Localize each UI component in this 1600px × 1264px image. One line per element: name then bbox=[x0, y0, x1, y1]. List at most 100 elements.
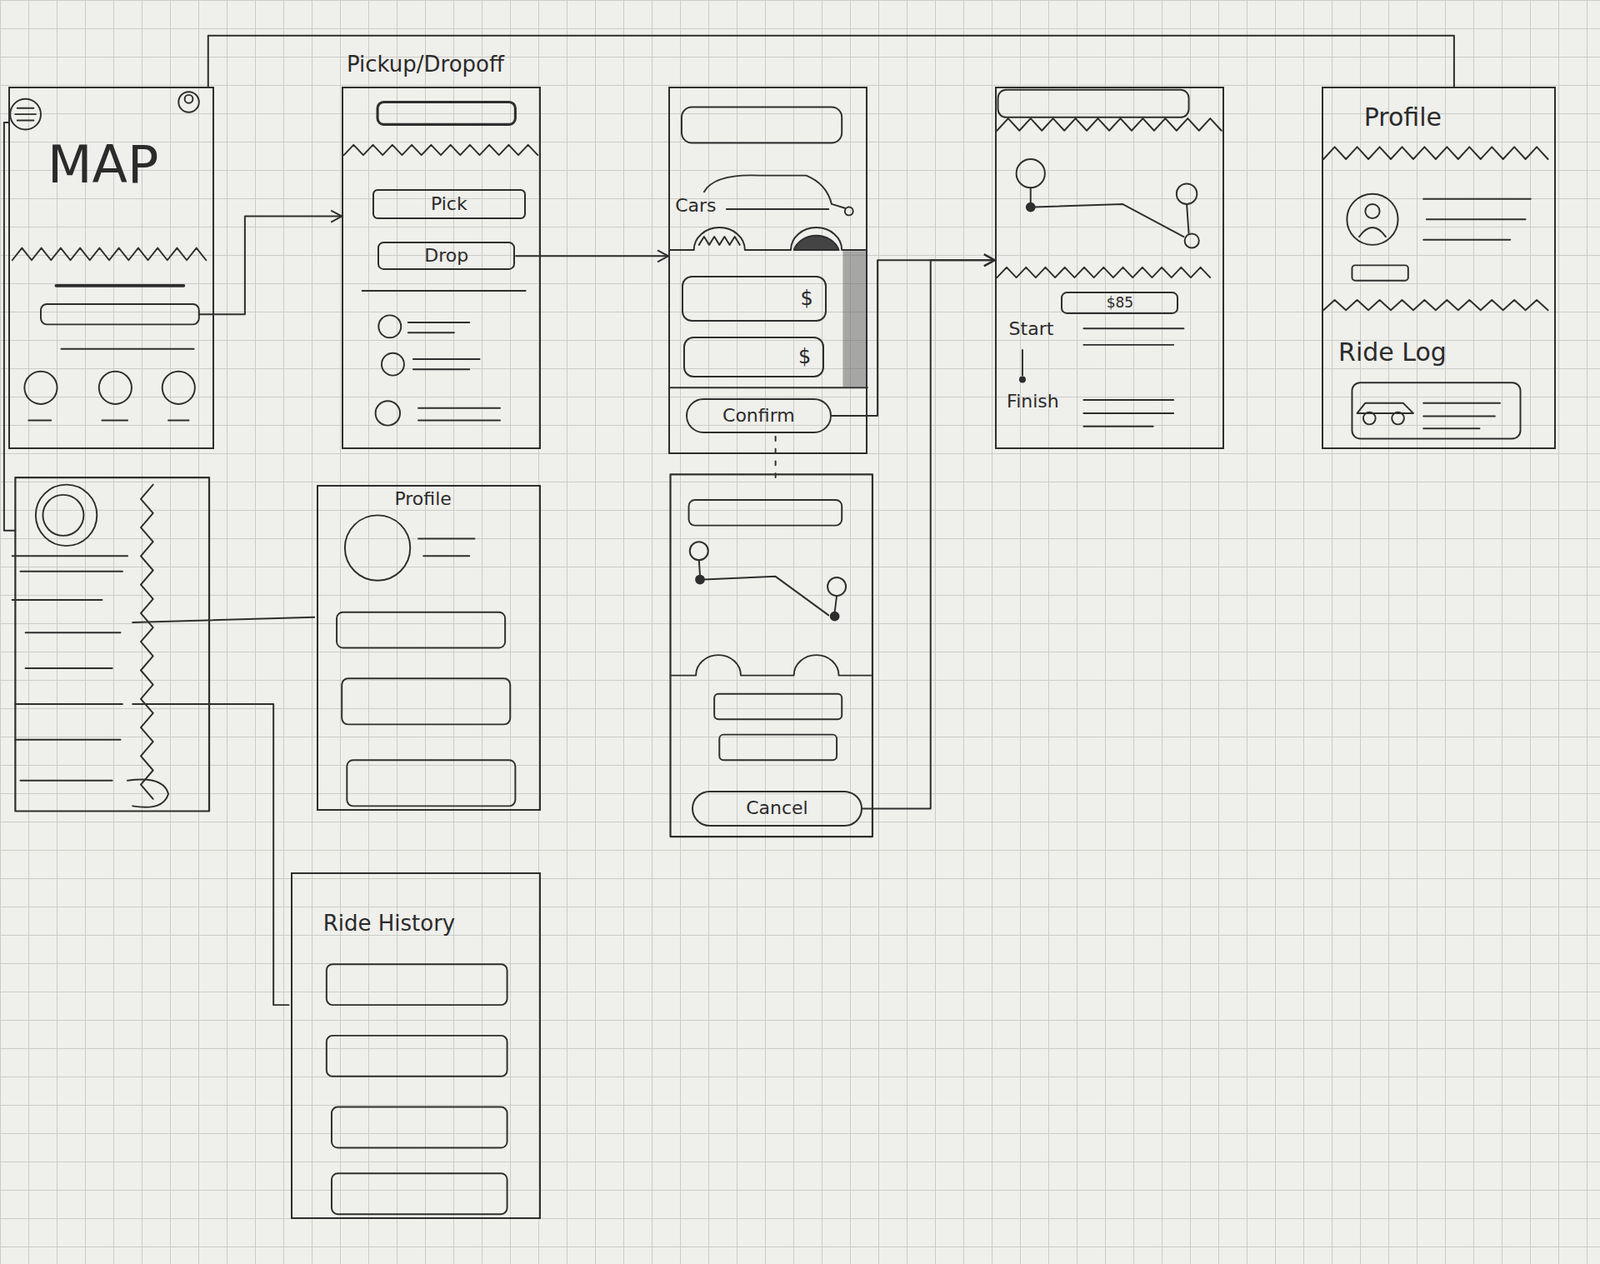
menu-row bbox=[336, 612, 505, 649]
map-pin bbox=[827, 577, 846, 596]
screen-label: MAP bbox=[47, 136, 159, 194]
map-pin-stick bbox=[699, 560, 700, 575]
place-icon bbox=[375, 400, 400, 425]
screen-label: Start bbox=[1009, 319, 1055, 340]
menu-row bbox=[346, 760, 515, 806]
place-lines bbox=[413, 359, 480, 370]
map-pin-dot bbox=[695, 575, 705, 585]
car-roof bbox=[704, 175, 845, 208]
ride-screen bbox=[670, 474, 872, 837]
button-label: Cancel bbox=[745, 798, 809, 819]
fare-box: $85 bbox=[1060, 291, 1179, 315]
history-row bbox=[326, 1035, 508, 1077]
phone-screen: StartFinish$85 bbox=[995, 86, 1225, 450]
profile-icon-head bbox=[185, 95, 194, 104]
avatar-shoulders bbox=[1359, 227, 1386, 237]
car-body-line bbox=[726, 208, 829, 210]
toggle-button: Drop bbox=[377, 241, 515, 270]
flow-connector bbox=[208, 35, 1455, 87]
flow-connector bbox=[214, 216, 342, 315]
button-label: Drop bbox=[424, 245, 469, 266]
shortcut-captions bbox=[28, 420, 189, 422]
menu-icon-lines bbox=[15, 108, 35, 121]
drawer-screen bbox=[15, 477, 210, 811]
phone-screen: MAP bbox=[8, 86, 215, 450]
confirm-button: Confirm bbox=[685, 398, 832, 435]
button-label: Pick bbox=[430, 194, 468, 215]
map-cut-zigzag bbox=[996, 267, 1210, 278]
map-cut-zigzag bbox=[344, 145, 539, 155]
menu-row bbox=[341, 678, 510, 725]
drawer-avatar bbox=[35, 485, 97, 546]
map-pin-stick bbox=[1186, 204, 1189, 235]
place-icon bbox=[378, 315, 401, 338]
button-label: $ bbox=[800, 287, 814, 310]
car-icon-wheel bbox=[1363, 412, 1376, 425]
map-pin-stick bbox=[1030, 187, 1032, 203]
flow-connector bbox=[515, 255, 669, 257]
phone-screen: Pickup/DropoffPickDrop bbox=[341, 86, 541, 450]
phone-screen: Cars$$Confirm bbox=[668, 86, 868, 455]
screen-label: Profile bbox=[394, 489, 451, 510]
wheel-zigzag bbox=[699, 236, 740, 245]
map-pin-stick bbox=[835, 595, 837, 613]
map-pin-dot bbox=[1026, 203, 1035, 212]
destination-dot bbox=[1185, 233, 1200, 248]
info-row bbox=[714, 694, 842, 720]
search-bar-lead bbox=[199, 313, 214, 315]
phone-screen: ProfileRide Log bbox=[1321, 86, 1557, 450]
price-option: $ bbox=[681, 275, 827, 322]
info-row bbox=[719, 735, 837, 761]
map-pin-dot bbox=[830, 612, 840, 621]
shortcut-circle bbox=[24, 371, 57, 405]
header-zigzag bbox=[1323, 146, 1548, 160]
map-pin bbox=[1176, 183, 1197, 204]
cancel-button: Cancel bbox=[691, 790, 862, 827]
price-option: $ bbox=[683, 336, 825, 378]
avatar-head bbox=[1365, 204, 1380, 219]
phone-screen: Ride History bbox=[290, 872, 541, 1220]
profile-avatar bbox=[345, 515, 410, 580]
car-icon-body bbox=[1357, 403, 1414, 414]
divider-line bbox=[670, 386, 867, 389]
car-light bbox=[845, 207, 854, 216]
button-label: $85 bbox=[1106, 295, 1134, 311]
drawer-menu-lines bbox=[12, 555, 128, 780]
ride-card bbox=[1351, 382, 1520, 439]
map-cut-zigzag bbox=[12, 248, 207, 261]
edit-button bbox=[1351, 265, 1408, 280]
history-row bbox=[331, 1107, 508, 1149]
trip-timeline bbox=[1021, 350, 1024, 376]
scroll-shade bbox=[842, 250, 866, 387]
address-bar bbox=[681, 107, 842, 144]
screen-label: Profile bbox=[1364, 103, 1442, 131]
map-pin bbox=[1016, 159, 1045, 188]
profile-icon bbox=[178, 91, 199, 112]
trip-timeline-dot bbox=[1020, 376, 1025, 382]
text-line bbox=[55, 284, 184, 288]
drawer-edge-zigzag bbox=[140, 485, 154, 800]
car-wheel-divider bbox=[670, 227, 865, 250]
button-label: $ bbox=[798, 345, 811, 368]
shortcut-circle bbox=[99, 371, 132, 405]
profile-lines bbox=[418, 539, 475, 557]
address-bar bbox=[998, 90, 1190, 118]
address-bar bbox=[377, 101, 515, 125]
place-lines bbox=[418, 408, 500, 421]
section-zigzag bbox=[1323, 300, 1548, 310]
history-row bbox=[331, 1173, 508, 1215]
menu-icon bbox=[10, 99, 41, 130]
profile-lines bbox=[1423, 199, 1531, 240]
button-label: Confirm bbox=[722, 405, 795, 426]
map-pin bbox=[690, 541, 709, 560]
flow-connector bbox=[831, 260, 995, 416]
address-bar bbox=[689, 500, 843, 526]
dashed-tick bbox=[775, 436, 777, 480]
drawer-curl bbox=[127, 779, 169, 807]
trip-lines bbox=[1083, 328, 1184, 345]
screen-label: Ride Log bbox=[1338, 338, 1447, 366]
